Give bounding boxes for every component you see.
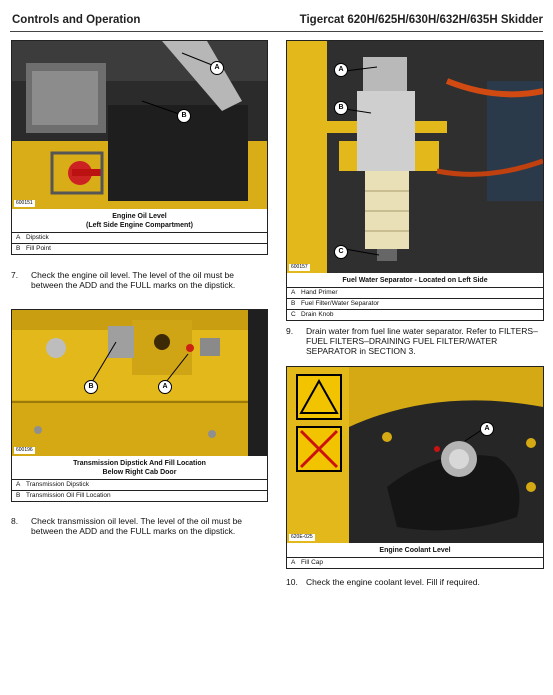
caption-item: A Dipstick	[12, 233, 267, 244]
caption-item: A Fill Cap	[287, 558, 543, 568]
caption-label: Hand Primer	[301, 289, 338, 296]
caption-item: B Fill Point	[12, 244, 267, 254]
caption-title-line1: Transmission Dipstick And Fill Location	[73, 460, 206, 467]
caption-item: A Transmission Dipstick	[12, 480, 267, 491]
figure-id: 600151	[14, 200, 35, 207]
caption-key: B	[16, 492, 21, 499]
header-manual-title: Tigercat 620H/625H/630H/632H/635H Skidde…	[299, 14, 543, 26]
step-number: 7.	[11, 270, 19, 280]
caption-key: B	[16, 245, 21, 252]
caption-label: Fill Cap	[301, 559, 324, 566]
callout-a: A	[158, 380, 172, 394]
step-text: Check the engine coolant level. Fill if …	[306, 577, 480, 587]
caption-label: Fill Point	[26, 245, 51, 252]
step-text: Drain water from fuel line water separat…	[306, 326, 538, 356]
step-text: Check the engine oil level. The level of…	[31, 270, 236, 290]
step-9: 9. Drain water from fuel line water sepa…	[286, 326, 544, 356]
caption-title-line2: Below Right Cab Door	[102, 469, 177, 476]
caption-label: Fuel Filter/Water Separator	[301, 300, 380, 307]
fuel-water-caption: Fuel Water Separator - Located on Left S…	[286, 273, 544, 321]
step-number: 9.	[286, 326, 294, 336]
caption-title: Engine Oil Level (Left Side Engine Compa…	[12, 209, 267, 233]
caption-item: B Transmission Oil Fill Location	[12, 491, 267, 501]
caption-label: Dipstick	[26, 234, 49, 241]
callout-c: C	[334, 245, 348, 259]
callout-b: B	[84, 380, 98, 394]
caption-key: A	[291, 289, 296, 296]
step-number: 8.	[11, 516, 19, 526]
caption-item: C Drain Knob	[287, 310, 543, 320]
callout-a: A	[210, 61, 224, 75]
step-7: 7. Check the engine oil level. The level…	[11, 270, 267, 290]
engine-oil-photo: A B 600151	[11, 40, 268, 210]
figure-id: 620E-025	[289, 534, 315, 541]
callout-b: B	[177, 109, 191, 123]
transmission-photo: B A 600196	[11, 309, 268, 457]
caption-title: Transmission Dipstick And Fill Location …	[12, 456, 267, 480]
fuel-water-separator-photo: A B C 600157	[286, 40, 544, 274]
caption-label: Drain Knob	[301, 311, 334, 318]
caption-key: A	[16, 234, 21, 241]
figure-id: 600157	[289, 264, 310, 271]
caption-item: B Fuel Filter/Water Separator	[287, 299, 543, 310]
caption-key: C	[291, 311, 296, 318]
caption-item: A Hand Primer	[287, 288, 543, 299]
engine-oil-caption: Engine Oil Level (Left Side Engine Compa…	[11, 209, 268, 255]
caption-title: Engine Coolant Level	[287, 543, 543, 558]
step-10: 10. Check the engine coolant level. Fill…	[286, 577, 544, 587]
caption-title-line1: Engine Oil Level	[112, 213, 167, 220]
header-section-title: Controls and Operation	[12, 14, 141, 26]
step-number: 10.	[286, 577, 298, 587]
caption-label: Transmission Oil Fill Location	[26, 492, 111, 499]
callout-a: A	[480, 422, 494, 436]
engine-coolant-photo: A 620E-025	[286, 366, 544, 544]
caption-key: A	[16, 481, 21, 488]
caption-label: Transmission Dipstick	[26, 481, 89, 488]
step-text: Check transmission oil level. The level …	[31, 516, 243, 536]
coolant-caption: Engine Coolant Level A Fill Cap	[286, 543, 544, 569]
callout-a: A	[334, 63, 348, 77]
figure-id: 600196	[14, 447, 35, 454]
step-8: 8. Check transmission oil level. The lev…	[11, 516, 267, 536]
caption-key: A	[291, 559, 296, 566]
header-rule	[10, 31, 543, 32]
caption-title: Fuel Water Separator - Located on Left S…	[287, 273, 543, 288]
caption-title-line2: (Left Side Engine Compartment)	[86, 222, 193, 229]
caption-key: B	[291, 300, 296, 307]
callout-b: B	[334, 101, 348, 115]
transmission-caption: Transmission Dipstick And Fill Location …	[11, 456, 268, 502]
